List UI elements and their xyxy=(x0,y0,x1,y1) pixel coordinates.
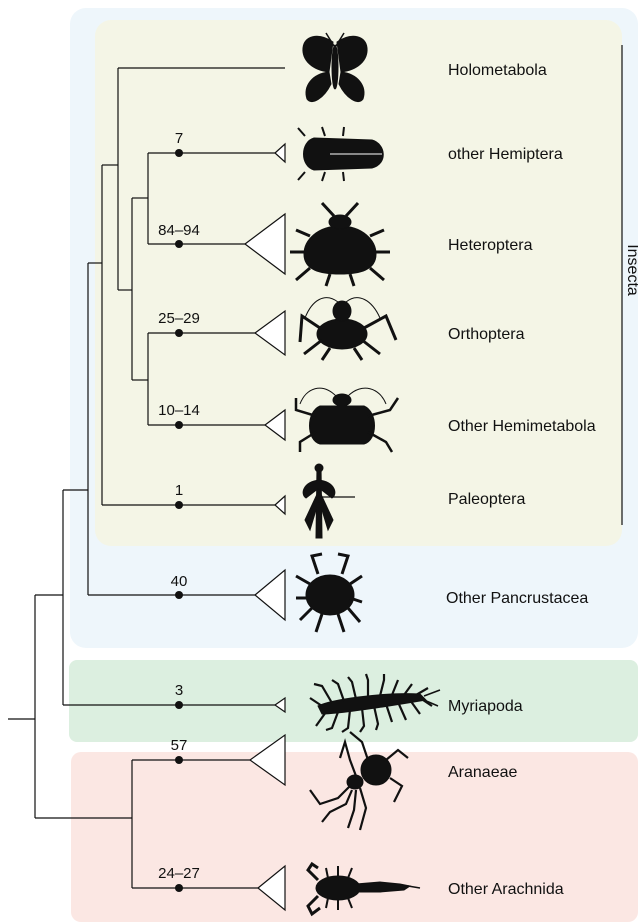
node-dot xyxy=(175,501,183,509)
node-dot xyxy=(175,756,183,764)
count-paleoptera: 1 xyxy=(175,482,183,499)
insecta-label: Insecta xyxy=(624,244,638,296)
taxon-label-other-hemimetabola: Other Hemimetabola xyxy=(448,418,596,435)
count-heteroptera: 84–94 xyxy=(158,222,200,239)
taxon-label-aranaeae: Aranaeae xyxy=(448,764,517,781)
taxon-label-heteroptera: Heteroptera xyxy=(448,237,533,254)
node-dot xyxy=(175,329,183,337)
node-dot xyxy=(175,884,183,892)
node-dot xyxy=(175,701,183,709)
count-orthoptera: 25–29 xyxy=(158,310,200,327)
count-other-hemimetabola: 10–14 xyxy=(158,402,200,419)
node-dot xyxy=(175,149,183,157)
node-dot xyxy=(175,421,183,429)
node-dot xyxy=(175,591,183,599)
taxon-label-other-pancrustacea: Other Pancrustacea xyxy=(446,590,588,607)
count-aranaeae: 57 xyxy=(171,737,188,754)
count-other-pancrustacea: 40 xyxy=(171,573,188,590)
taxon-label-paleoptera: Paleoptera xyxy=(448,491,525,508)
count-myriapoda: 3 xyxy=(175,682,183,699)
count-other-arachnida: 24–27 xyxy=(158,865,200,882)
taxon-label-holometabola: Holometabola xyxy=(448,62,547,79)
node-dot xyxy=(175,240,183,248)
taxon-label-other-hemiptera: other Hemiptera xyxy=(448,146,563,163)
taxon-label-myriapoda: Myriapoda xyxy=(448,698,523,715)
taxon-label-other-arachnida: Other Arachnida xyxy=(448,881,564,898)
count-other-hemiptera: 7 xyxy=(175,130,183,147)
taxon-label-orthoptera: Orthoptera xyxy=(448,326,525,343)
